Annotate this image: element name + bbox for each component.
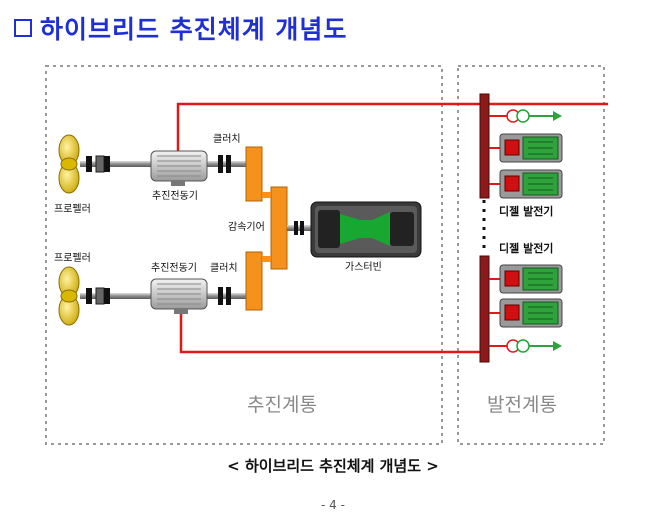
power-line-bottom [179, 305, 486, 354]
label-diesel-gen-bottom: 디젤 발전기 [499, 241, 553, 255]
page-title-text: 하이브리드 추진체계 개념도 [40, 15, 348, 44]
arrow-head-bottom-icon [553, 341, 562, 351]
label-propeller-top: 프로펠러 [54, 203, 91, 215]
coupling-bottom-2 [95, 287, 105, 305]
gearbox-middle-block [270, 186, 288, 270]
figure-caption: < 하이브리드 추진체계 개념도 > [227, 457, 439, 475]
gearbox-link-bottom [262, 256, 271, 262]
propeller-top-icon [58, 134, 80, 194]
bus-bar-bottom [479, 255, 490, 363]
transformer-top-icon [506, 109, 530, 123]
label-clutch-bottom: 클러치 [210, 262, 238, 274]
diesel-generator-1-icon [489, 133, 563, 163]
propeller-bottom-icon [58, 266, 80, 326]
clutch-bottom-icon [218, 287, 231, 305]
label-diesel-gen-top: 디젤 발전기 [499, 204, 553, 218]
propulsion-motor-bottom-icon [150, 278, 208, 314]
gas-turbine-icon [310, 201, 422, 258]
arrow-head-top-icon [553, 111, 562, 121]
diesel-generator-2-icon [489, 169, 563, 199]
label-gas-turbine: 가스터빈 [345, 261, 382, 273]
transformer-bottom-icon [506, 339, 530, 353]
clutch-top-icon [218, 155, 231, 173]
label-gearbox: 감속기어 [228, 221, 265, 233]
gearbox-bottom-block [245, 251, 263, 311]
label-motor-top: 추진전동기 [152, 190, 198, 202]
propulsion-motor-top-icon [150, 150, 208, 186]
label-propulsion-system: 추진계통 [247, 394, 317, 416]
gearbox-link-top [262, 192, 271, 198]
label-power-system: 발전계통 [487, 394, 557, 416]
power-line-top [176, 102, 608, 151]
page-number: - 4 - [321, 498, 345, 512]
label-clutch-top: 클러치 [213, 133, 241, 145]
page-title: 하이브리드 추진체계 개념도 [14, 10, 347, 46]
coupling-bottom-1 [86, 288, 92, 304]
bus-bar-top [479, 93, 490, 199]
propulsion-region-border [45, 65, 443, 445]
gearbox-top-block [245, 146, 263, 202]
checkbox-icon [14, 19, 32, 37]
coupling-bottom-3 [104, 288, 110, 304]
label-motor-bottom: 추진전동기 [151, 262, 197, 274]
coupling-top-1 [86, 156, 92, 172]
label-propeller-bottom: 프로펠러 [54, 252, 91, 264]
diesel-generator-3-icon [489, 264, 563, 294]
turbine-coupling-icon [294, 221, 304, 235]
coupling-top-2 [95, 155, 105, 173]
power-region-border [457, 65, 605, 445]
coupling-top-3 [104, 156, 110, 172]
diesel-generator-4-icon [489, 298, 563, 328]
